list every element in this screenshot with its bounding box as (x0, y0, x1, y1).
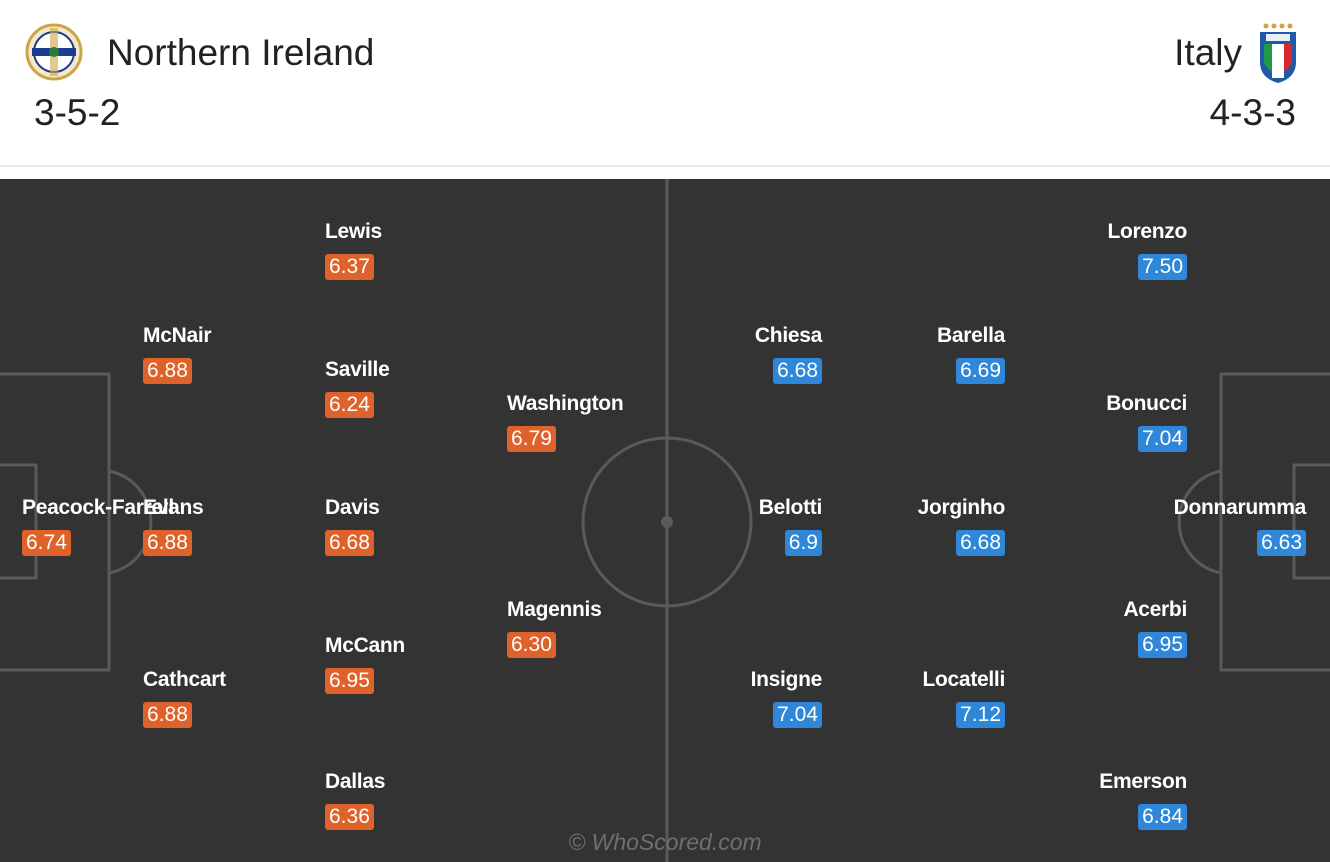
player-name: Insigne (750, 668, 823, 691)
player-name: Belotti (758, 496, 823, 519)
away-team-name: Italy (1174, 32, 1242, 73)
player-name: McNair (143, 324, 212, 347)
away-formation: 4-3-3 (1209, 92, 1296, 133)
player-name: Dallas (325, 770, 386, 793)
player-rating: 6.79 (507, 426, 556, 452)
player-rating: 6.24 (325, 392, 374, 418)
pitch: Lewis 6.37 McNair 6.88 Saville 6.24 Wash… (0, 179, 1330, 862)
player-name: Acerbi (1123, 598, 1187, 621)
player-rating: 6.95 (1138, 632, 1187, 658)
player-name: Magennis (507, 598, 602, 621)
player-rating: 7.50 (1138, 254, 1187, 280)
player-name: Peacock-Farrell (22, 496, 174, 519)
player-name: Locatelli (922, 668, 1006, 691)
player-name: Cathcart (143, 668, 226, 691)
player-rating: 6.36 (325, 804, 374, 830)
player-name: Washington (507, 392, 624, 415)
player-rating: 6.84 (1138, 804, 1187, 830)
player-name: Barella (937, 324, 1005, 347)
player-rating: 7.04 (1138, 426, 1187, 452)
player-name: Lorenzo (1107, 220, 1187, 243)
home-formation: 3-5-2 (34, 92, 121, 133)
italy-crest-icon (1260, 23, 1296, 83)
player-rating: 6.69 (956, 358, 1005, 384)
player-rating: 6.68 (325, 530, 374, 556)
player-rating: 6.63 (1257, 530, 1306, 556)
player-name: Chiesa (754, 324, 822, 347)
player-rating: 6.95 (325, 668, 374, 694)
player-rating: 6.88 (143, 358, 192, 384)
player-name: McCann (325, 634, 405, 657)
player-rating: 7.04 (773, 702, 822, 728)
player-rating: 6.37 (325, 254, 374, 280)
northern-ireland-crest-icon (25, 23, 83, 81)
player-name: Lewis (325, 220, 382, 243)
player-name: Emerson (1099, 770, 1187, 793)
player-name: Donnarumma (1173, 496, 1307, 519)
player-name: Bonucci (1106, 392, 1187, 415)
player-rating: 6.88 (143, 702, 192, 728)
player-rating: 6.68 (956, 530, 1005, 556)
player-rating: 6.88 (143, 530, 192, 556)
player-rating: 6.68 (773, 358, 822, 384)
match-header: Northern Ireland 3-5-2 Italy 4-3-3 (0, 0, 1330, 167)
player-name: Evans (143, 496, 204, 519)
player-rating: 6.74 (22, 530, 71, 556)
player-rating: 7.12 (956, 702, 1005, 728)
player-rating: 6.9 (784, 530, 822, 556)
player-name: Saville (325, 358, 390, 381)
home-team-name: Northern Ireland (107, 32, 375, 73)
player-rating: 6.30 (507, 632, 556, 658)
player-name: Davis (325, 496, 380, 519)
player-name: Jorginho (917, 496, 1006, 519)
whoscored-watermark: © WhoScored.com (568, 829, 762, 855)
pitch-markings (0, 179, 1330, 862)
